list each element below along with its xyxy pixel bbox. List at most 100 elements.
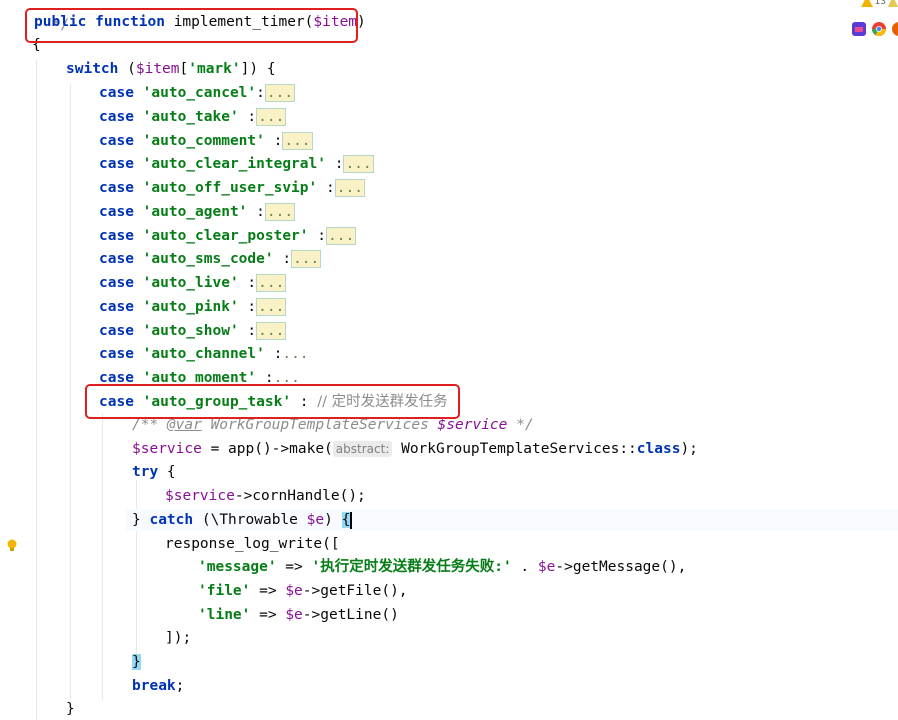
code-line-function[interactable]: public function implement_timer($item): [34, 11, 366, 33]
catch-close: }: [132, 512, 150, 528]
param-item: $item: [313, 14, 358, 30]
folded-block[interactable]: ...: [264, 84, 296, 102]
folded-block[interactable]: ...: [256, 322, 287, 340]
keyword-case: case: [99, 323, 134, 339]
brace-close: }: [66, 701, 75, 717]
code-line-array-close[interactable]: ]);: [165, 627, 191, 649]
code-line-service-assign[interactable]: $service = app()->make(abstract: WorkGro…: [132, 438, 698, 460]
keyword-case: case: [99, 251, 134, 267]
case-line[interactable]: case 'auto_moment' :...: [99, 367, 300, 389]
case-line[interactable]: case 'auto_comment' :...: [99, 130, 313, 152]
folded-block[interactable]: ...: [256, 298, 287, 316]
folded-block[interactable]: ...: [343, 155, 374, 173]
keyword-case: case: [99, 394, 134, 410]
keyword-break: break: [132, 678, 176, 694]
case-line[interactable]: case 'auto_show' :...: [99, 320, 287, 342]
case-sep: :: [247, 204, 265, 220]
case-label: 'auto_agent': [142, 204, 248, 220]
doc-tag: @var: [166, 417, 202, 433]
case-label: 'auto_comment': [142, 133, 265, 149]
folded-block[interactable]: ...: [291, 250, 322, 268]
case-line[interactable]: case 'auto_pink' :...: [99, 296, 287, 318]
code-line-open-brace: {: [32, 34, 41, 56]
code-line-corn-handle[interactable]: $service->cornHandle();: [165, 485, 366, 507]
case-sep: :: [238, 109, 257, 125]
code-line-file[interactable]: 'file' => $e->getFile(),: [198, 580, 408, 602]
e-var: $e: [537, 559, 556, 575]
message-value: '执行定时发送群发任务失败:': [311, 559, 512, 575]
inspection-widget[interactable]: 13: [860, 0, 898, 7]
case-label: 'auto_sms_code': [142, 251, 274, 267]
folded-block[interactable]: ...: [326, 227, 357, 245]
case-line[interactable]: case 'auto_clear_poster' :...: [99, 225, 357, 247]
warning-icon: [860, 0, 873, 7]
case-line[interactable]: case 'auto_off_user_svip' :...: [99, 177, 365, 199]
folded-block[interactable]: ...: [264, 203, 296, 221]
indent-guide-4: [136, 480, 137, 655]
case-label: 'auto_channel': [142, 346, 265, 362]
indent-guide-2: [70, 84, 71, 699]
e-var: $e: [285, 607, 303, 623]
code-line-message[interactable]: 'message' => '执行定时发送群发任务失败:' . $e->getMe…: [198, 556, 686, 578]
semicolon: ;: [175, 678, 185, 694]
keyword-case: case: [99, 204, 134, 220]
case-line[interactable]: case 'auto_cancel':...: [99, 82, 296, 104]
get-message: ->getMessage(),: [555, 559, 687, 575]
code-line-break[interactable]: break;: [132, 675, 184, 697]
case-sep: :: [238, 299, 257, 315]
case-label: 'auto_clear_integral': [142, 156, 326, 172]
case-line[interactable]: case 'auto_channel' :...: [99, 343, 309, 365]
chrome-icon[interactable]: [872, 22, 886, 36]
code-line-catch-close[interactable]: }: [132, 651, 141, 673]
folded-block[interactable]: ...: [334, 179, 365, 197]
file-key: 'file': [198, 583, 251, 599]
case-sep: :: [238, 275, 257, 291]
code-line-log-write[interactable]: response_log_write([: [165, 533, 340, 555]
annotation-box-function: [25, 8, 358, 43]
case-line[interactable]: case 'auto_clear_integral' :...: [99, 153, 374, 175]
get-line: ->getLine(): [302, 607, 399, 623]
message-key: 'message': [198, 559, 277, 575]
folded-block[interactable]: ...: [256, 108, 287, 126]
case-label: 'auto_moment': [142, 370, 257, 386]
case-label: 'auto_pink': [142, 299, 239, 315]
text-caret: [350, 511, 353, 529]
call-method: ->cornHandle();: [234, 488, 366, 504]
case-line[interactable]: case 'auto_agent' :...: [99, 201, 296, 223]
case-sep: :: [256, 85, 265, 101]
phpstorm-icon[interactable]: [852, 22, 866, 36]
lightbulb-icon[interactable]: [6, 538, 18, 554]
param-hint: abstract:: [332, 441, 393, 457]
line-key: 'line': [198, 607, 251, 623]
folded-block[interactable]: ...: [282, 346, 309, 362]
get-file: ->getFile(),: [302, 583, 408, 599]
e-var: $e: [285, 583, 303, 599]
folded-block[interactable]: ...: [282, 132, 313, 150]
switch-index-open: [: [179, 61, 189, 77]
code-line-switch[interactable]: switch ($item['mark']) {: [66, 58, 276, 80]
make-class: WorkGroupTemplateServices::: [392, 441, 637, 457]
browser-icons: [852, 22, 898, 36]
folded-block[interactable]: ...: [273, 370, 300, 386]
comment-end: */: [51, 17, 69, 33]
indent-guide-3: [102, 410, 103, 700]
code-line-switch-close: }: [66, 698, 75, 720]
case-sep: :: [264, 133, 283, 149]
case-sep: :: [291, 394, 309, 410]
code-line-try[interactable]: try {: [132, 461, 176, 483]
case-line[interactable]: case 'auto_take' :...: [99, 106, 287, 128]
firefox-icon[interactable]: [892, 22, 898, 36]
case-line-group-task[interactable]: case 'auto_group_task' : // 定时发送群发任务: [99, 391, 448, 413]
catch-type: (\Throwable: [193, 512, 307, 528]
keyword-case: case: [99, 346, 134, 362]
matched-brace-open: {: [341, 512, 351, 528]
code-line-line[interactable]: 'line' => $e->getLine(): [198, 604, 399, 626]
switch-key: 'mark': [188, 61, 241, 77]
case-line[interactable]: case 'auto_sms_code' :...: [99, 248, 322, 270]
case-label: 'auto_group_task': [142, 394, 292, 410]
case-sep: :: [308, 228, 326, 244]
case-sep: :: [256, 370, 274, 386]
folded-block[interactable]: ...: [256, 274, 287, 292]
code-line-catch[interactable]: } catch (\Throwable $e) {: [132, 509, 353, 531]
case-line[interactable]: case 'auto_live' :...: [99, 272, 287, 294]
